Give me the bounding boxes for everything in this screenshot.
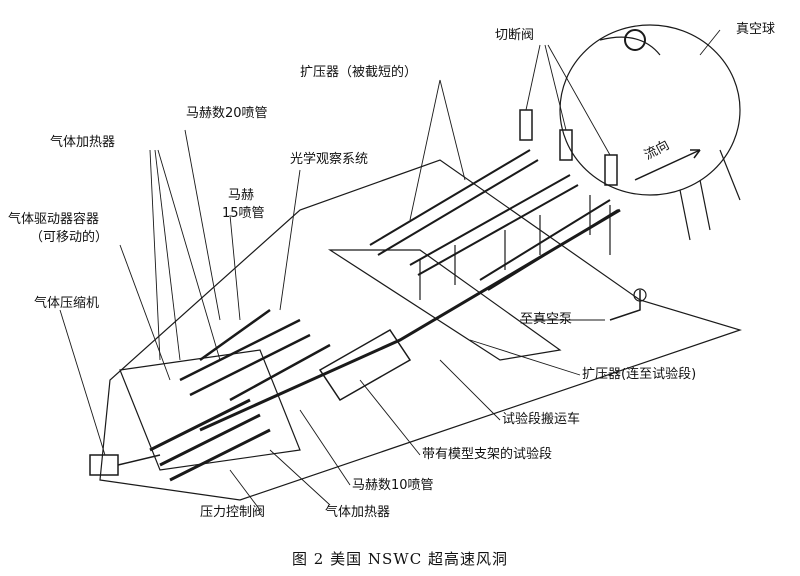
label-optical-system: 光学观察系统 — [290, 152, 369, 167]
nozzle-tubes — [179, 308, 331, 402]
label-mach10-nozzle: 马赫数10喷管 — [352, 478, 434, 493]
diffuser-tube-1 — [369, 149, 539, 256]
trench — [327, 249, 562, 361]
heater-stack — [149, 398, 271, 482]
sphere-legs — [679, 149, 741, 241]
label-mach20-nozzle: 马赫数20喷管 — [186, 106, 268, 121]
vacuum-pump-pipe — [609, 290, 641, 321]
leader-heater-top-3 — [157, 149, 221, 361]
label-test-section-cart: 试验段搬运车 — [502, 412, 581, 427]
label-test-section-model: 带有模型支架的试验段 — [422, 447, 553, 462]
leader-vacuum-sphere — [699, 29, 721, 56]
label-mach15-line2: 15喷管 — [222, 206, 265, 221]
leader-diffuser-cut — [409, 79, 441, 221]
label-gas-heater-top: 气体加热器 — [50, 135, 116, 150]
label-drive-vessel-line2: （可移动的） — [30, 230, 109, 245]
shutoff-valve-2 — [559, 129, 573, 161]
leader-model — [359, 379, 421, 456]
leader-heater-bottom — [269, 449, 331, 506]
leader-mach20 — [184, 129, 221, 321]
label-vacuum-sphere: 真空球 — [736, 22, 776, 37]
label-drive-vessel-line1: 气体驱动器容器 — [8, 212, 100, 227]
ground-platform — [99, 159, 742, 501]
sphere-port — [624, 29, 646, 51]
leader-optical — [279, 169, 301, 311]
leader-shutoff-1 — [525, 44, 541, 111]
label-to-vacuum-pump: 至真空泵 — [520, 312, 573, 327]
label-pressure-valve: 压力控制阀 — [200, 505, 266, 520]
label-diffuser-cut: 扩压器（被截短的） — [300, 65, 418, 80]
leader-cart — [439, 359, 501, 421]
leader-pressure-valve — [229, 469, 261, 511]
label-gas-compressor: 气体压缩机 — [34, 296, 100, 311]
leader-shutoff-3 — [547, 44, 611, 156]
leader-drive-vessel — [119, 244, 171, 381]
main-tunnel-line — [199, 208, 621, 432]
label-gas-heater-bottom: 气体加热器 — [325, 505, 391, 520]
label-shutoff-valve: 切断阀 — [495, 28, 535, 43]
leader-diffuser-cut-2 — [439, 79, 466, 181]
leader-diffuser-test — [469, 339, 581, 376]
shutoff-valve-1 — [519, 109, 533, 141]
leader-mach10 — [299, 409, 351, 486]
leader-heater-top-1 — [149, 149, 161, 361]
shutoff-valve-3 — [604, 154, 618, 186]
lower-pad — [119, 349, 301, 471]
test-section-block — [318, 329, 412, 401]
vacuum-sphere-opening — [599, 36, 661, 56]
label-diffuser-to-test: 扩压器(连至试验段) — [582, 367, 697, 382]
compressor-box — [89, 454, 119, 476]
leader-mach15 — [229, 214, 241, 321]
figure-caption: 图 2 美国 NSWC 超高速风洞 — [292, 550, 508, 568]
flow-arrow — [634, 149, 701, 181]
leader-heater-top-2 — [154, 149, 181, 361]
diffuser-tube-2 — [409, 174, 579, 276]
leader-shutoff-2 — [544, 44, 567, 131]
label-mach15-line1: 马赫 — [228, 188, 255, 203]
leader-compressor — [59, 309, 106, 456]
support-legs — [419, 195, 611, 300]
vacuum-sphere — [559, 24, 741, 196]
